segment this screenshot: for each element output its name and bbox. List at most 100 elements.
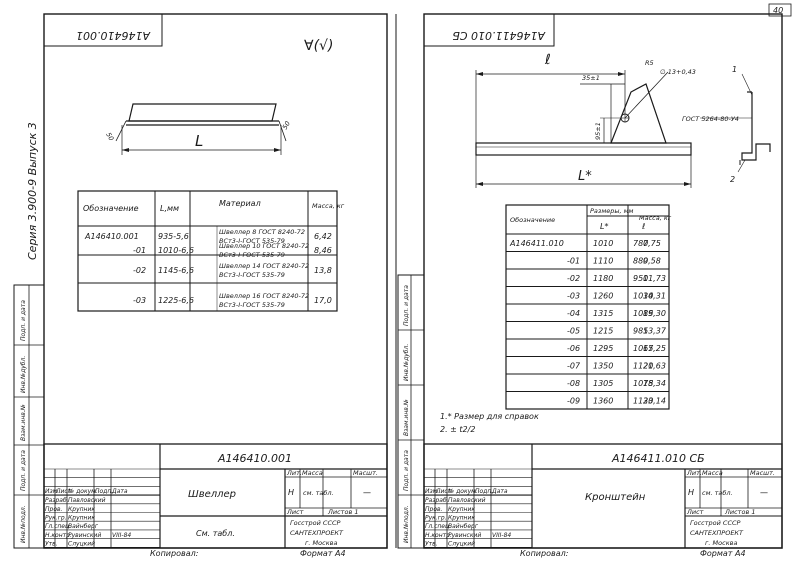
stamp-role: Разраб.: [45, 497, 69, 504]
lt-row-mass: 17,0: [314, 296, 332, 305]
left-title-block: А146410.001 Швеллер Лит. Масса Масшт. Н …: [43, 443, 388, 549]
left-format: Формат А4: [300, 549, 346, 558]
stamp-role: Н.контр.: [425, 532, 452, 539]
left-stamp-lit-val: Н: [288, 488, 294, 497]
right-stamp-sheet: Лист: [686, 508, 704, 516]
rt-row-L: 1010: [593, 239, 613, 248]
rt-row-L: 1295: [593, 344, 613, 353]
stamp-person: Рувинский: [448, 532, 481, 539]
stamp-head: № докум.: [67, 488, 98, 495]
right-stamp-mass: Масса: [702, 469, 723, 477]
rt-row-L: 1360: [593, 397, 613, 406]
page-number: 40: [773, 6, 783, 15]
stamp-person: Слуцкий: [448, 541, 475, 548]
rt-row-code: А146411.010: [509, 239, 564, 248]
rt-row-L: 1110: [593, 257, 613, 266]
lt-row-mat2: ВСт3-I-ГОСТ 535-79: [219, 301, 285, 309]
lt-h-L: L,мм: [160, 204, 179, 213]
dim-95: 95±1: [594, 122, 602, 140]
lt-row-code: -01: [133, 246, 146, 255]
stamp-date: VIII-84: [492, 532, 511, 539]
stamp-role: Гл.спец.: [45, 523, 71, 530]
stamp-person: Крупник: [448, 506, 475, 513]
rt-row-l: 780: [633, 239, 648, 248]
right-stamp-scale: Масшт.: [750, 469, 775, 477]
note-2: 2. ± t2/2: [440, 425, 475, 434]
channel-drawing: L 50 50: [104, 103, 292, 155]
left-stamp-sheet: Лист: [286, 508, 304, 516]
stamp-person: Вайнберг: [68, 523, 99, 530]
dim-Lstar: L*: [578, 169, 592, 184]
dim-angle-right: 50: [281, 120, 292, 131]
lt-row-code: А146410.001: [84, 232, 139, 241]
stamp-head: Дата: [111, 488, 128, 495]
rt-row-l: 880: [633, 257, 648, 266]
side-label-0: Инв.№подл.: [20, 505, 27, 543]
stamp-head: Изм.: [425, 488, 439, 495]
left-stamp-org2: САНТЕХПРОЕКТ: [290, 529, 344, 537]
stamp-person: Крупник: [68, 515, 95, 522]
rt-row-code: -04: [567, 309, 580, 318]
lt-h-mass: Масса, кг: [312, 202, 345, 210]
right-top-code: А146411.010 СБ: [452, 29, 546, 42]
rt-row-code: -02: [567, 274, 580, 283]
stamp-person: Павловский: [448, 497, 486, 504]
callout-2: 2: [730, 175, 735, 184]
rt-row-code: -01: [567, 257, 580, 266]
rt-row-L: 1315: [593, 309, 613, 318]
r-side-label-0: Инв.№подл.: [403, 505, 410, 543]
dim-r5: R5: [645, 59, 654, 67]
stamp-person: Вайнберг: [448, 523, 479, 530]
rt-row-code: -06: [567, 344, 580, 353]
stamp-person: Крупник: [448, 515, 475, 522]
right-spec-table: Обозначение Размеры, мм L* ℓ Масса, кг А…: [505, 204, 672, 410]
rt-row-code: -03: [567, 292, 580, 301]
rt-h-mass: Масса, кг: [639, 214, 672, 222]
stamp-role: Гл.спец.: [425, 523, 451, 530]
right-stamp-name: Кронштейн: [585, 492, 646, 503]
side-label-3: Инв.№дубл.: [20, 356, 27, 393]
side-label-4: Подп. и дата: [20, 300, 27, 341]
r-side-label-4: Подп. и дата: [403, 285, 410, 326]
right-stamp-lit: Лит.: [686, 469, 702, 477]
rt-row-L: 1305: [593, 379, 613, 388]
right-title-block: А146411.010 СБ Кронштейн Лит. Масса Масш…: [423, 443, 783, 549]
dim-angle-left: 50: [104, 131, 115, 142]
stamp-date: VIII-84: [112, 532, 131, 539]
rt-row-code: -05: [567, 327, 580, 336]
rt-row-mass: 9,58: [643, 257, 661, 266]
rt-row-L: 1215: [593, 327, 613, 336]
left-copied: Копировал:: [150, 549, 199, 558]
left-stamp-name: Швеллер: [188, 489, 236, 500]
stamp-person: Рувинский: [68, 532, 101, 539]
rt-row-mass: 11,73: [643, 274, 666, 283]
right-format: Формат А4: [700, 549, 746, 558]
stamp-role: Пров.: [425, 506, 443, 513]
lt-row-mass: 6,42: [314, 232, 332, 241]
right-stamp-code: А146411.010 СБ: [611, 452, 705, 465]
lt-row-code: -03: [133, 296, 146, 305]
right-stamp-org3: г. Москва: [705, 539, 737, 547]
lt-row-mat1: Швеллер 14 ГОСТ 8240-72: [219, 262, 309, 270]
right-stamp-scale-val: —: [760, 488, 768, 497]
r-side-label-1: Подп. и дата: [403, 450, 410, 491]
gost-note: ГОСТ 5264-80-У4: [682, 115, 739, 123]
rt-row-l: 1085: [633, 309, 653, 318]
lt-h-mat: Материал: [219, 199, 261, 208]
stamp-head: Подп.: [95, 488, 113, 495]
right-sheet: А146411.010 СБ Инв.№подл. Подп. и дата В…: [397, 13, 783, 558]
stamp-role: Рук.гр.: [45, 515, 67, 522]
left-stamp-org3: г. Москва: [305, 539, 337, 547]
r-side-label-2: Взам.инв.№: [403, 399, 410, 436]
rt-row-l: 1030: [633, 292, 653, 301]
lt-h-code: Обозначение: [83, 204, 139, 213]
left-spec-table: Обозначение L,мм Материал Масса, кг А146…: [77, 190, 345, 312]
right-stamp-org2: САНТЕХПРОЕКТ: [690, 529, 744, 537]
rt-row-l: 985: [633, 327, 648, 336]
lt-row-L: 935-5,6: [158, 232, 189, 241]
lt-row-mat2: ВСт3-I-ГОСТ 535-79: [219, 251, 285, 259]
right-stamp-org1: Госстрой СССР: [690, 519, 741, 527]
left-stamp-code: А146410.001: [217, 452, 292, 465]
stamp-person: Павловский: [68, 497, 106, 504]
